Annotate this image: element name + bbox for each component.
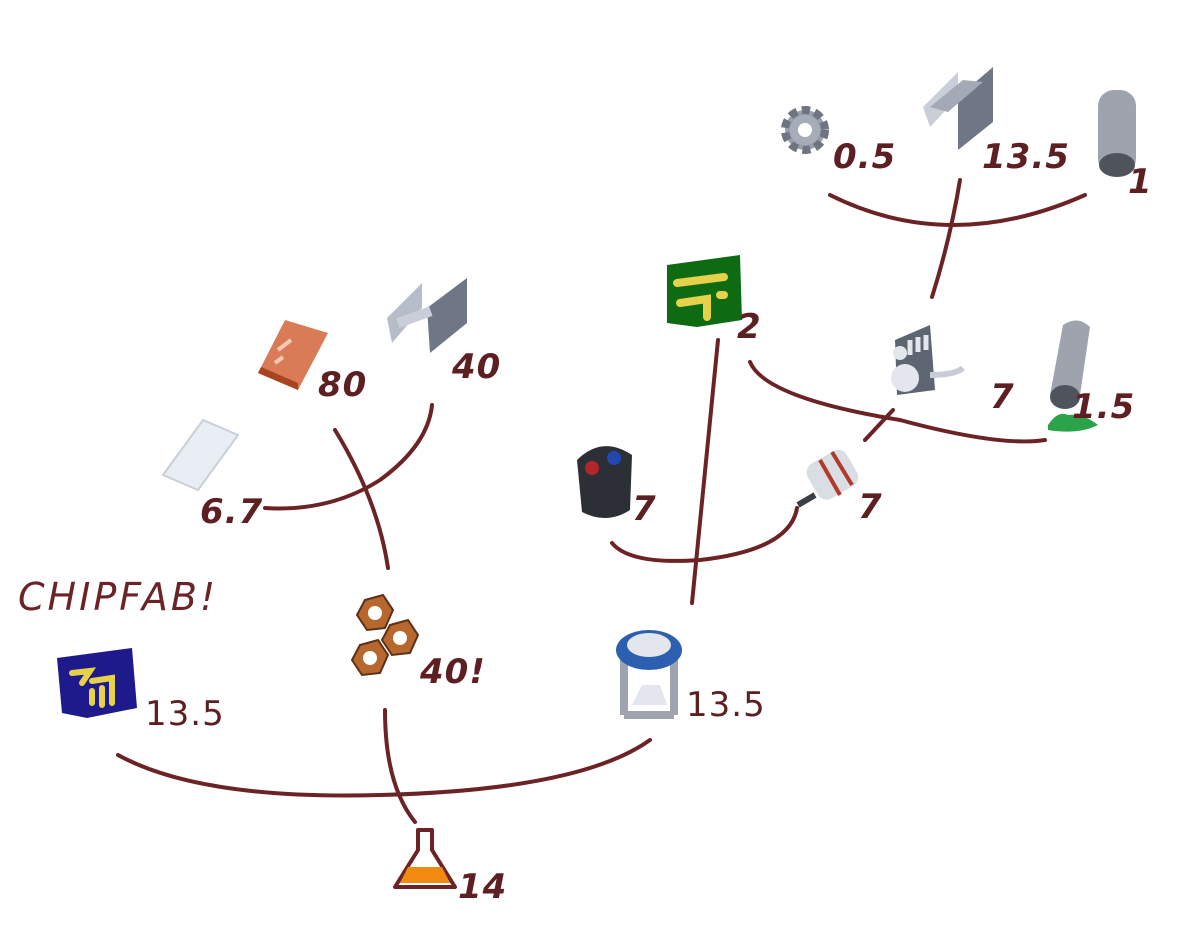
green-circuit-icon (667, 255, 742, 327)
pipe-icon (1098, 90, 1136, 177)
pipe-with-fluid-icon (1048, 320, 1098, 432)
battery-icon (577, 446, 632, 519)
connector (333, 428, 390, 570)
engine-value: 7 (990, 377, 1015, 417)
chipfab-title: CHIPFAB! (18, 575, 219, 619)
flask-icon (393, 828, 457, 889)
plastic-plate-value: 6.7 (200, 492, 264, 532)
electric-motor-icon (796, 449, 859, 508)
flask-value: 14 (458, 867, 508, 907)
connector (863, 408, 895, 442)
engine-icon (891, 325, 965, 395)
blue-circuit-icon (57, 648, 137, 718)
connector (828, 193, 1087, 227)
hex-nuts-icon (350, 593, 420, 677)
hex-nuts-value: 40! (420, 652, 486, 692)
steel-beam-left-value: 40 (452, 347, 502, 387)
connector (690, 338, 720, 605)
blue-circuit-value: 13.5 (145, 694, 225, 734)
gear-icon (781, 106, 829, 154)
steel-beam-icon (923, 67, 993, 150)
gear-value: 0.5 (833, 137, 897, 177)
connector (930, 178, 962, 299)
battery-value: 7 (632, 489, 657, 529)
lubricant-value: 1.5 (1072, 387, 1136, 427)
electric-motor-value: 7 (858, 487, 883, 527)
copper-plate-icon (258, 320, 328, 390)
gauge-frame-value: 13.5 (686, 685, 766, 725)
connector (383, 708, 417, 824)
gauge-frame-icon (616, 630, 682, 719)
connector (116, 738, 652, 798)
copper-plate-value: 80 (318, 365, 368, 405)
connector (748, 360, 1047, 444)
pipe-top-value: 1 (1128, 162, 1153, 202)
steel-beam-icon (387, 278, 467, 353)
connector (610, 506, 799, 563)
green-circuit-value: 2 (737, 307, 762, 347)
steel-beam-top-value: 13.5 (982, 137, 1070, 177)
plastic-plate-icon (161, 418, 240, 492)
connector (263, 403, 434, 511)
